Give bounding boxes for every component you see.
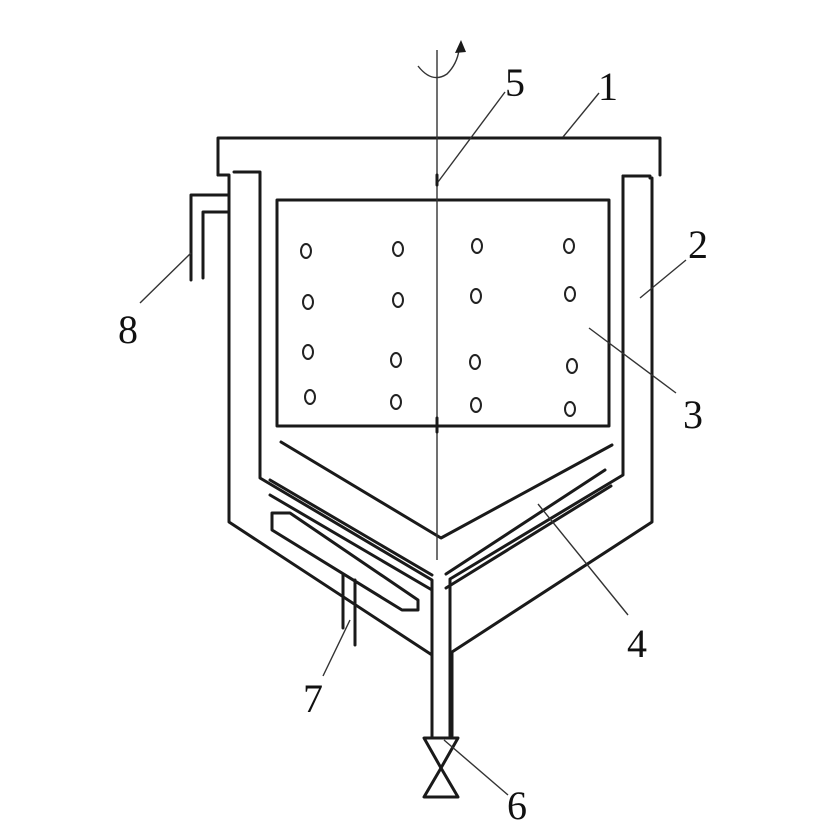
outer-jacket bbox=[216, 173, 654, 738]
vessel-inner-wall bbox=[232, 170, 652, 608]
basket-holes bbox=[300, 238, 578, 417]
callout-4: 4 bbox=[627, 621, 647, 666]
callout-2: 2 bbox=[688, 222, 708, 267]
drain-outlet bbox=[430, 604, 452, 738]
callout-6: 6 bbox=[507, 783, 527, 828]
perforated-basket bbox=[275, 198, 611, 428]
leader-lines bbox=[139, 91, 687, 796]
callout-labels: 1 2 3 4 5 6 7 8 bbox=[118, 60, 708, 828]
callout-5: 5 bbox=[505, 60, 525, 105]
heating-coil bbox=[268, 440, 614, 592]
callout-1: 1 bbox=[598, 64, 618, 109]
callout-7: 7 bbox=[303, 676, 323, 721]
callout-8: 8 bbox=[118, 307, 138, 352]
callout-3: 3 bbox=[683, 392, 703, 437]
rotation-arrow-icon bbox=[417, 40, 466, 79]
side-outlet-pipe bbox=[189, 193, 231, 282]
lid bbox=[216, 136, 662, 177]
valve-icon bbox=[422, 736, 460, 799]
inlet-pipe bbox=[341, 573, 357, 647]
heat-exchanger-loop bbox=[270, 511, 420, 612]
